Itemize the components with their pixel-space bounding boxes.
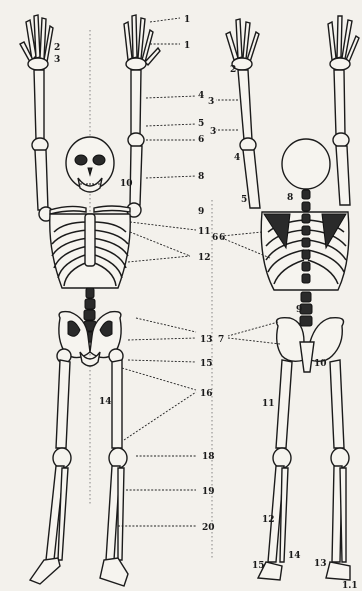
label-front-scapula: 9: [198, 207, 204, 217]
label-back-femur: 11: [262, 399, 275, 409]
label-front-hip: 15: [200, 359, 213, 369]
back-left-hand: [226, 19, 259, 70]
label-front-sacrum: 14: [99, 397, 112, 407]
front-right-forearm: [131, 70, 141, 135]
front-right-elbow: [128, 133, 144, 147]
back-right-leg: [326, 360, 350, 580]
label-back-foot-left: 15: [252, 561, 265, 571]
label-front-wrist-a: 2: [54, 43, 60, 53]
label-front-humerus-low: 8: [198, 172, 204, 182]
label-back-upper-arm: 5: [241, 195, 247, 205]
front-left-forearm: [34, 70, 44, 140]
label-back-neck: 8: [287, 193, 293, 203]
label-front-pelvis: 13: [200, 335, 213, 345]
label-back-tibia: 12: [262, 515, 275, 525]
back-skeleton: [226, 16, 359, 580]
label-front-elbow-b: 6: [198, 135, 204, 145]
label-back-foot-mark: 14: [288, 551, 301, 561]
label-front-hand-1: 1: [184, 15, 190, 25]
back-skull: [282, 139, 330, 189]
back-left-leg: [258, 360, 292, 580]
front-left-hand: [20, 15, 53, 70]
front-right-hand: [124, 15, 160, 70]
label-front-femur-head: 16: [200, 389, 213, 399]
back-right-humerus: [336, 146, 350, 205]
front-left-leg: [30, 349, 71, 584]
front-sternum: [85, 214, 95, 266]
label-front-hand-2: 1: [184, 41, 190, 51]
front-left-humerus: [35, 150, 48, 210]
front-skull: [66, 137, 114, 192]
label-front-elbow-a: 5: [198, 119, 204, 129]
front-left-clavicle: [50, 206, 86, 214]
front-right-leg: [100, 349, 128, 586]
front-skeleton: [20, 15, 160, 586]
back-right-elbow: [333, 133, 349, 147]
label-front-humerus-top: 4: [198, 91, 204, 101]
back-sacrum: [300, 342, 314, 372]
front-right-humerus: [130, 146, 142, 205]
label-front-tibia: 19: [202, 487, 215, 497]
label-back-scapula-b: 6: [219, 233, 225, 243]
back-left-forearm: [238, 70, 252, 140]
front-ribcage: [50, 214, 131, 288]
label-back-foot-right: 13: [314, 559, 327, 569]
label-back-pelvis: 7: [218, 335, 224, 345]
label-back-scapula-a: 6: [212, 233, 218, 243]
label-back-forearm-a: 3: [208, 97, 214, 107]
front-right-clavicle: [94, 206, 130, 212]
label-front-ribs: 12: [198, 253, 211, 263]
label-front-sternum: 11: [198, 227, 211, 237]
label-back-sacrum: 10: [314, 359, 327, 369]
label-front-clavicle: 10: [120, 179, 133, 189]
label-back-forearm-b: 3: [210, 127, 216, 137]
label-back-corner: 1.1: [342, 581, 358, 591]
label-front-wrist-b: 3: [54, 55, 60, 65]
label-back-elbow: 4: [234, 153, 240, 163]
back-right-forearm: [334, 70, 345, 135]
label-back-hand: 2: [230, 65, 236, 75]
label-back-vertebra: 9: [296, 305, 302, 315]
back-right-hand: [328, 16, 359, 70]
label-front-knee: 18: [202, 452, 215, 462]
label-front-fibula: 20: [202, 523, 215, 533]
